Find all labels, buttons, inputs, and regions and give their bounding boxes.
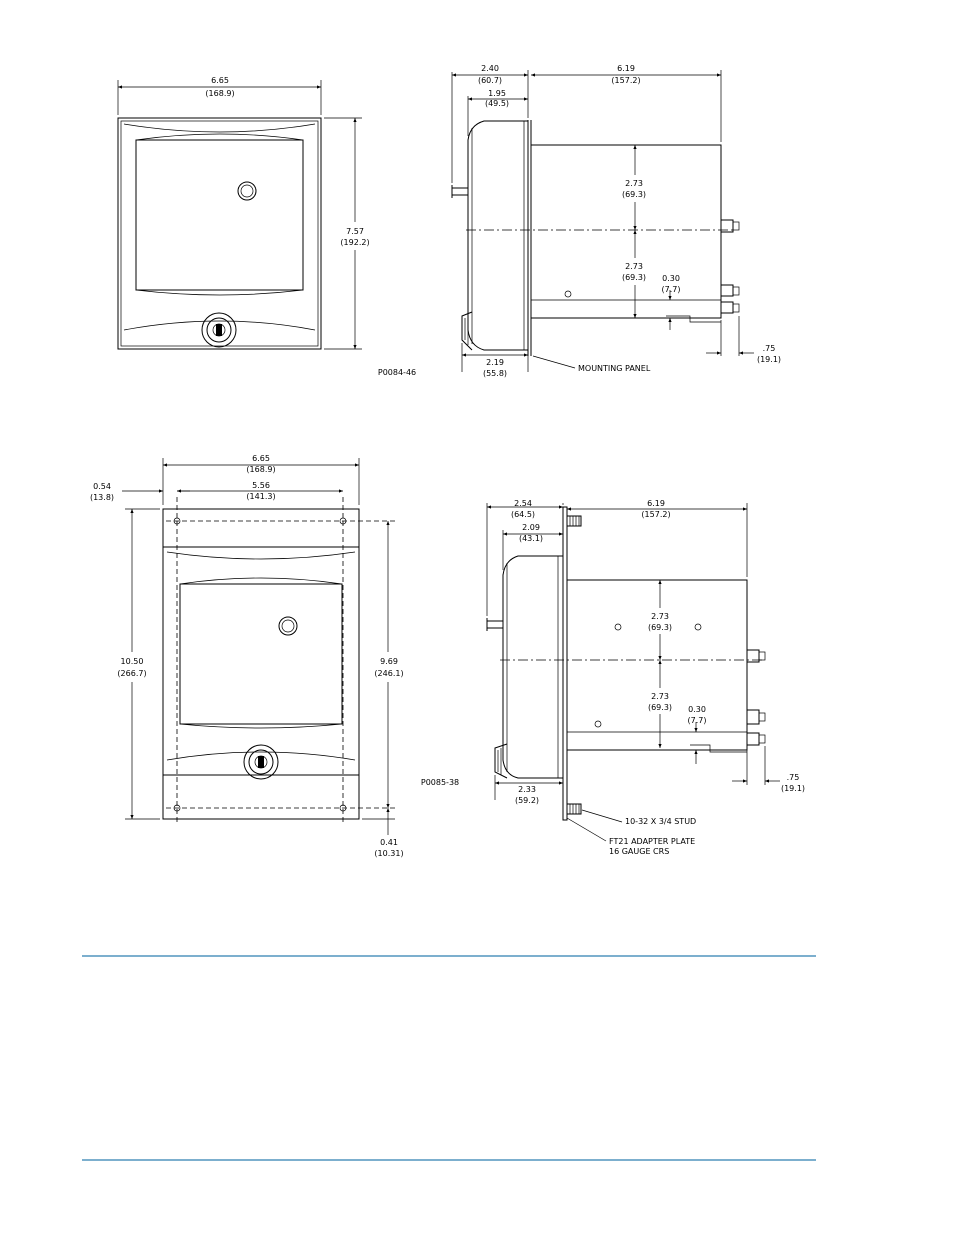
fig1-side-d273b: 2.73 xyxy=(625,262,643,271)
fig2-side-d619-mm: (157.2) xyxy=(641,510,670,519)
fig1-front-width: 6.65 xyxy=(211,76,229,85)
screw-icon xyxy=(564,290,572,298)
fig1-side-d030: 0.30 xyxy=(662,274,680,283)
fig1-side-d075-mm: (19.1) xyxy=(757,355,781,364)
fig2-adapter-plate-label: FT21 ADAPTER PLATE xyxy=(609,837,695,846)
fig1-front-width-mm: (168.9) xyxy=(205,89,234,98)
fig2-side-d273a: 2.73 xyxy=(651,612,669,621)
fig2-side-d209-mm: (43.1) xyxy=(519,534,543,543)
fig2-front-h969-mm: (246.1) xyxy=(374,669,403,678)
fig2-front-d041-mm: (10.31) xyxy=(374,849,403,858)
fig1-side-d219-mm: (55.8) xyxy=(483,369,507,378)
fig2-side-d254-mm: (64.5) xyxy=(511,510,535,519)
screw-icon xyxy=(694,623,702,631)
fig2-side-d273b: 2.73 xyxy=(651,692,669,701)
fig2-front-inner: 5.56 xyxy=(252,481,270,490)
fig1-front-view: 6.65 (168.9) 7.57 (192.2) xyxy=(117,76,370,350)
knob-icon xyxy=(243,744,279,780)
screw-icon xyxy=(614,623,622,631)
screw-icon xyxy=(594,720,602,728)
fig2-front-inner-mm: (141.3) xyxy=(246,492,275,501)
fig1-side-d195: 1.95 xyxy=(488,89,506,98)
fig1-side-d075: .75 xyxy=(763,344,776,353)
knob-icon xyxy=(201,312,237,348)
fig2-front-d041: 0.41 xyxy=(380,838,398,847)
fig2-side-d619: 6.19 xyxy=(647,499,665,508)
fig1-side-d240-mm: (60.7) xyxy=(478,76,502,85)
fig1-side-d273a: 2.73 xyxy=(625,179,643,188)
fig2-side-d273b-mm: (69.3) xyxy=(648,703,672,712)
fig1-side-view: 2.73 (69.3) 2.73 (69.3) 0.30 (7.7) 2.40 … xyxy=(451,64,781,378)
fig2-front-view: 6.65 (168.9) 5.56 (141.3) 0.54 (13.8) 10… xyxy=(90,454,404,858)
fig1-side-d273b-mm: (69.3) xyxy=(622,273,646,282)
fig1-side-d619-mm: (157.2) xyxy=(611,76,640,85)
fig2-stud-label: 10-32 X 3/4 STUD xyxy=(625,817,696,826)
fig2-front-height-mm: (266.7) xyxy=(117,669,146,678)
reset-button-icon xyxy=(237,181,257,201)
fig1-side-d195-mm: (49.5) xyxy=(485,99,509,108)
fig2-side-d075: .75 xyxy=(787,773,800,782)
fig2-side-d030-mm: (7.7) xyxy=(688,716,707,725)
fig1-side-d219: 2.19 xyxy=(486,358,504,367)
fig1-side-d030-mm: (7.7) xyxy=(662,285,681,294)
fig2-front-d054-mm: (13.8) xyxy=(90,493,114,502)
fig1-front-height: 7.57 xyxy=(346,227,364,236)
fig2-side-view: 2.73 (69.3) 2.73 (69.3) 0.30 (7.7) 2.54 … xyxy=(486,499,805,856)
fig2-front-width-mm: (168.9) xyxy=(246,465,275,474)
fig1-side-d240: 2.40 xyxy=(481,64,499,73)
fig2-front-h969: 9.69 xyxy=(380,657,398,666)
fig1-side-d619: 6.19 xyxy=(617,64,635,73)
fig2-drawing-number: P0085-38 xyxy=(421,778,459,787)
fig2-front-d054: 0.54 xyxy=(93,482,111,491)
fig2-side-d233: 2.33 xyxy=(518,785,536,794)
fig2-front-height: 10.50 xyxy=(121,657,144,666)
fig2-front-width: 6.65 xyxy=(252,454,270,463)
fig2-side-d075-mm: (19.1) xyxy=(781,784,805,793)
fig2-side-d233-mm: (59.2) xyxy=(515,796,539,805)
fig2-side-d273a-mm: (69.3) xyxy=(648,623,672,632)
fig2-side-d209: 2.09 xyxy=(522,523,540,532)
fig1-front-height-mm: (192.2) xyxy=(340,238,369,247)
fig2-side-d254: 2.54 xyxy=(514,499,532,508)
fig2-side-d030: 0.30 xyxy=(688,705,706,714)
fig1-side-d273a-mm: (69.3) xyxy=(622,190,646,199)
fig1-drawing-number: P0084-46 xyxy=(378,368,416,377)
reset-button-icon xyxy=(278,616,298,636)
fig2-gauge-label: 16 GAUGE CRS xyxy=(609,847,669,856)
fig1-mounting-panel-label: MOUNTING PANEL xyxy=(578,364,651,373)
